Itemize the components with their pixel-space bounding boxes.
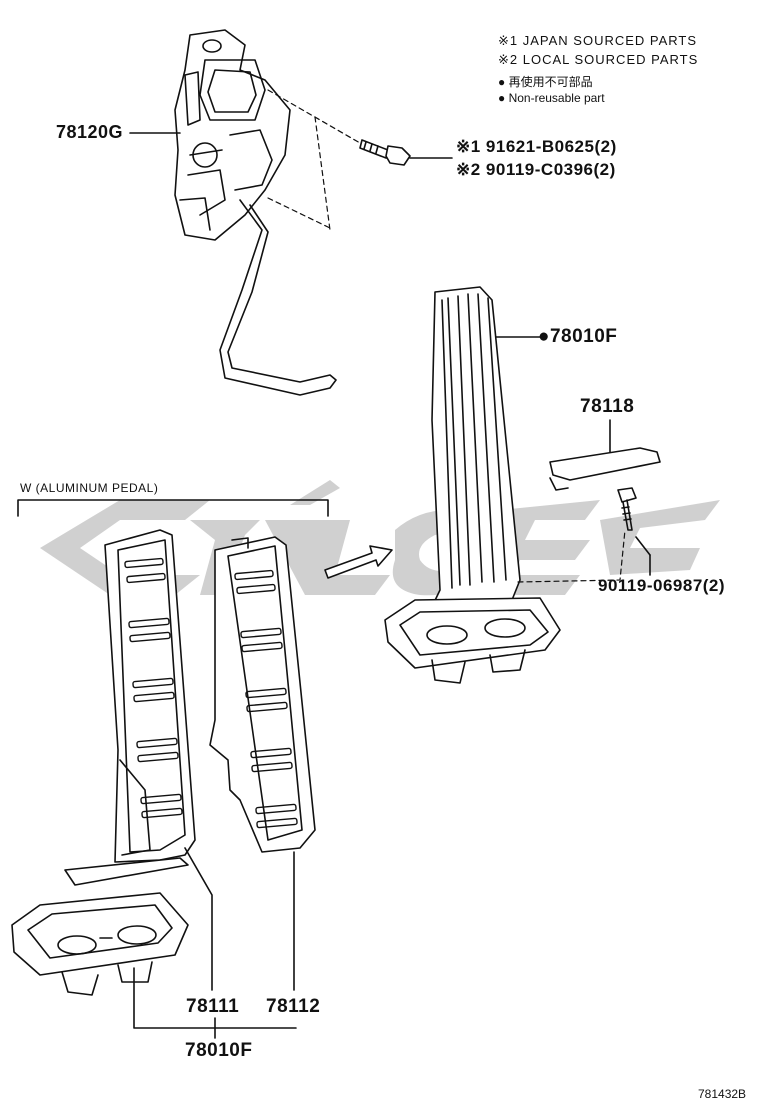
legend-non-reusable-jp: ● 再使用不可部品: [498, 75, 593, 89]
part-label-pad-right[interactable]: 78112: [266, 996, 321, 1017]
diagram-id: 781432B: [698, 1087, 747, 1101]
part-label-cover[interactable]: 78118: [580, 396, 635, 417]
part-label-pedal-assy-upper[interactable]: ●78010F: [538, 326, 618, 347]
assembly-arrow: [324, 545, 393, 579]
part-label-bolt-local[interactable]: ※2 90119-C0396(2): [456, 160, 616, 179]
legend-japan-sourced: ※1 JAPAN SOURCED PARTS: [498, 33, 698, 48]
part-label-bolt-japan[interactable]: ※1 91621-B0625(2): [456, 137, 617, 156]
part-label-pad-left[interactable]: 78111: [186, 996, 240, 1017]
pedal-sensor-drawing: [174, 29, 337, 396]
cover-drawing: [549, 419, 661, 491]
bolt-guide-lines: [267, 89, 361, 231]
part-label-screw[interactable]: 90119-06987(2): [598, 576, 726, 595]
legend-local-sourced: ※2 LOCAL SOURCED PARTS: [498, 52, 699, 67]
bolt-drawing: [359, 139, 411, 166]
screw-drawing: [617, 487, 651, 576]
pad-left-drawing: [64, 529, 196, 886]
part-label-pedal-assy-lower[interactable]: 78010F: [185, 1040, 253, 1061]
pedal-assembly-drawing: [384, 286, 561, 684]
pedal-base-drawing: [11, 892, 189, 996]
pad-right-drawing: [209, 536, 316, 853]
aluminum-pedal-note: W (ALUMINUM PEDAL): [20, 481, 159, 495]
part-label-sensor[interactable]: 78120G: [56, 122, 124, 142]
legend-non-reusable-en: ● Non-reusable part: [498, 91, 605, 105]
